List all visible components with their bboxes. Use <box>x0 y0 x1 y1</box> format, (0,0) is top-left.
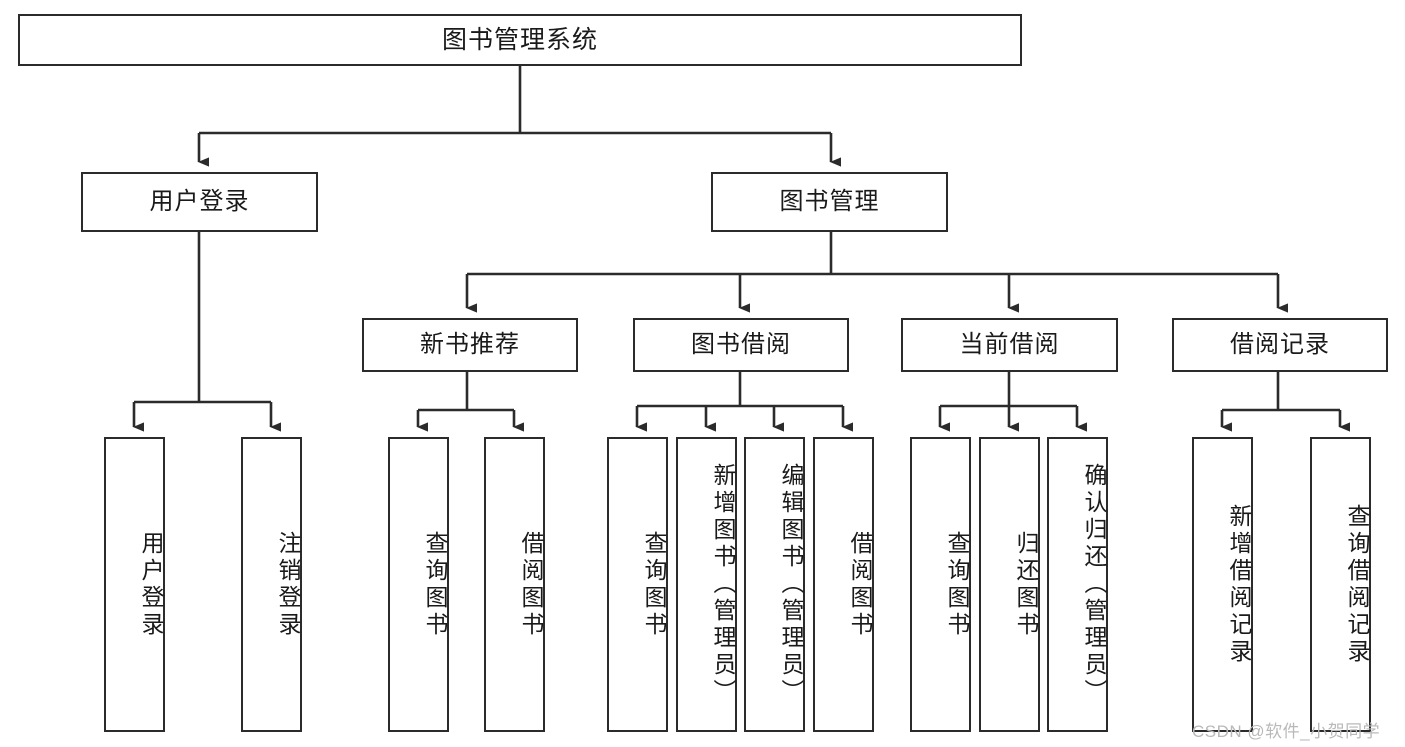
node-current-borrow[interactable]: 当前借阅 <box>901 318 1118 372</box>
leaf-query-book-current[interactable]: 查询图书 <box>910 437 971 732</box>
node-label: 查询图书 <box>944 530 970 639</box>
node-label: 新增借阅记录 <box>1226 503 1252 666</box>
node-label: 注销登录 <box>275 530 301 639</box>
node-label: 借阅图书 <box>847 530 873 639</box>
node-label: 查询借阅记录 <box>1344 503 1370 666</box>
node-label: 借阅图书 <box>518 530 544 639</box>
leaf-logout-login[interactable]: 注销登录 <box>241 437 302 732</box>
node-label: 确认归还（管理员） <box>1081 463 1107 706</box>
node-new-book-recommend[interactable]: 新书推荐 <box>362 318 578 372</box>
leaf-borrow-book-borrow[interactable]: 借阅图书 <box>813 437 874 732</box>
node-label: 图书借阅 <box>691 330 791 358</box>
leaf-borrow-book-recommend[interactable]: 借阅图书 <box>484 437 545 732</box>
node-label: 借阅记录 <box>1230 330 1330 358</box>
node-label: 编辑图书（管理员） <box>778 463 804 706</box>
leaf-query-borrow-record[interactable]: 查询借阅记录 <box>1310 437 1371 732</box>
node-label: 新书推荐 <box>420 330 520 358</box>
node-label: 图书管理系统 <box>441 26 598 54</box>
leaf-add-book-admin[interactable]: 新增图书（管理员） <box>676 437 737 732</box>
node-label: 查询图书 <box>641 530 667 639</box>
node-root-book-management-system[interactable]: 图书管理系统 <box>18 14 1022 66</box>
node-label: 用户登录 <box>138 530 164 639</box>
leaf-query-book-borrow[interactable]: 查询图书 <box>607 437 668 732</box>
node-book-borrow[interactable]: 图书借阅 <box>633 318 849 372</box>
leaf-confirm-return-admin[interactable]: 确认归还（管理员） <box>1047 437 1108 732</box>
leaf-return-book[interactable]: 归还图书 <box>979 437 1040 732</box>
node-label: 新增图书（管理员） <box>710 463 736 706</box>
node-label: 图书管理 <box>779 187 880 215</box>
node-label: 归还图书 <box>1013 530 1039 639</box>
leaf-add-borrow-record[interactable]: 新增借阅记录 <box>1192 437 1253 732</box>
leaf-query-book-recommend[interactable]: 查询图书 <box>388 437 449 732</box>
node-user-login[interactable]: 用户登录 <box>81 172 318 232</box>
leaf-user-login[interactable]: 用户登录 <box>104 437 165 732</box>
node-label: 用户登录 <box>149 187 250 215</box>
watermark-text: CSDN @软件_小贺同学 <box>1192 722 1381 741</box>
node-borrow-record[interactable]: 借阅记录 <box>1172 318 1388 372</box>
node-label: 查询图书 <box>422 530 448 639</box>
node-label: 当前借阅 <box>959 330 1060 358</box>
node-book-management[interactable]: 图书管理 <box>711 172 948 232</box>
leaf-edit-book-admin[interactable]: 编辑图书（管理员） <box>744 437 805 732</box>
